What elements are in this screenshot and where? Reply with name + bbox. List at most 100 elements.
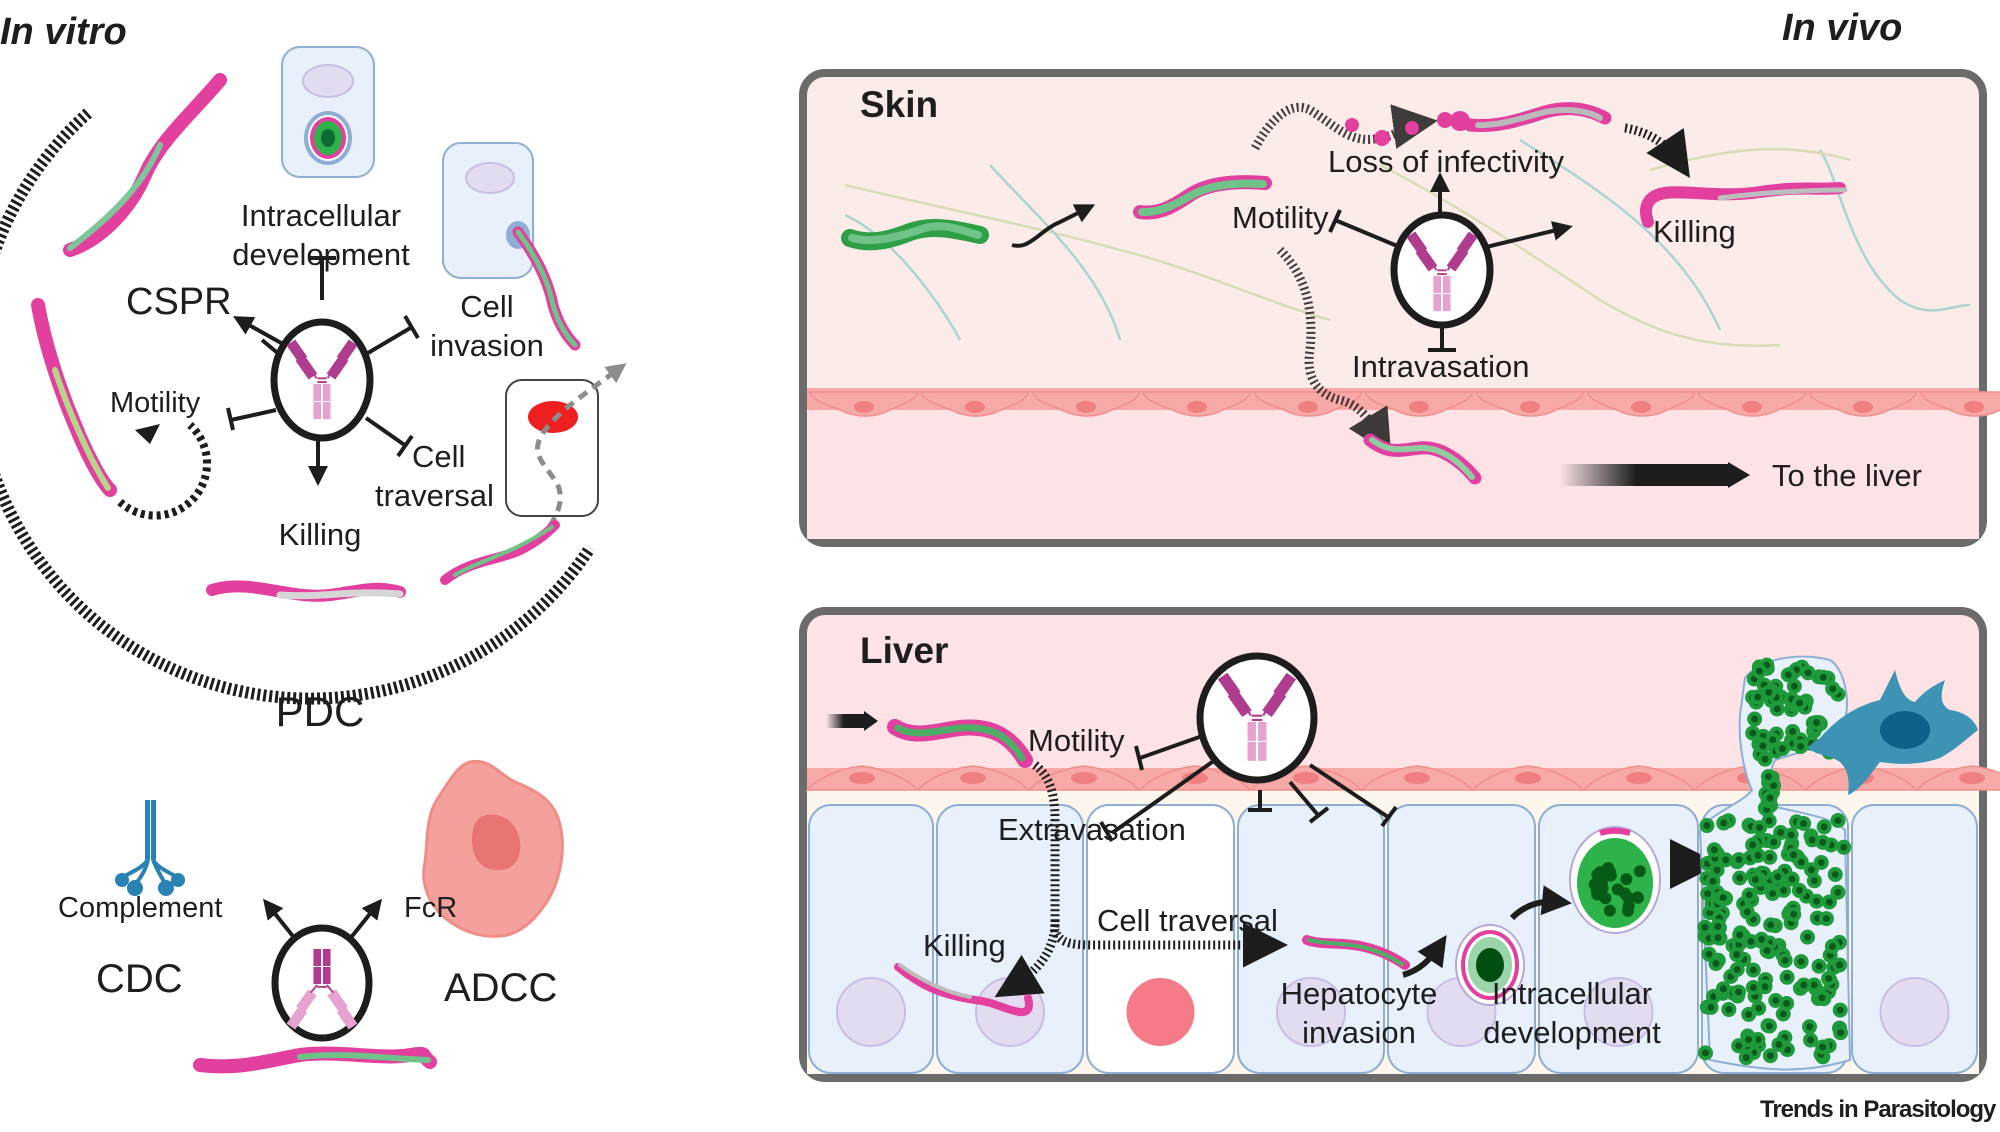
- merozoite: [1594, 871, 1607, 884]
- hepatocyte-with-liver-stage-icon: [281, 46, 375, 178]
- endothelial-nucleus: [1187, 401, 1207, 413]
- merozoite-core: [1825, 898, 1833, 906]
- complement-icon: [115, 800, 185, 896]
- merozoite-core: [1712, 960, 1720, 968]
- merozoite-core: [1710, 846, 1718, 854]
- merozoite-core: [1773, 705, 1781, 713]
- merozoite-core: [1815, 962, 1823, 970]
- sporozoite-left: [31, 298, 117, 497]
- endothelial-nucleus: [1959, 772, 1985, 784]
- merozoite: [1622, 900, 1635, 913]
- merozoite-core: [1831, 870, 1839, 878]
- cell-traversal-icon: [505, 363, 627, 542]
- merozoite-core: [1797, 958, 1805, 966]
- merozoite-core: [1806, 1023, 1814, 1031]
- endothelial-nucleus: [1520, 401, 1540, 413]
- merozoite-core: [1834, 888, 1842, 896]
- merozoite-core: [1807, 1036, 1815, 1044]
- merozoite-core: [1707, 1003, 1715, 1011]
- merozoite-core: [1747, 937, 1755, 945]
- merozoite-core: [1714, 934, 1722, 942]
- merozoite: [1611, 883, 1624, 896]
- endothelial-nucleus: [1742, 401, 1762, 413]
- merozoite-core: [1719, 893, 1727, 901]
- merozoite-core: [1787, 831, 1795, 839]
- merozoite-core: [1781, 956, 1789, 964]
- merosome: [1697, 655, 1852, 1071]
- merozoite-core: [1702, 1049, 1710, 1057]
- merozoite-core: [1780, 886, 1788, 894]
- label-killing-skin: Killing: [1653, 214, 1736, 249]
- endothelial-nucleus: [1293, 772, 1319, 784]
- merozoite-core: [1808, 836, 1816, 844]
- merozoite-core: [1797, 743, 1805, 751]
- merozoite-core: [1828, 942, 1836, 950]
- merozoite-core: [1822, 915, 1830, 923]
- merozoite-core: [1767, 921, 1775, 929]
- merozoite-core: [1749, 841, 1757, 849]
- merozoite-core: [1818, 994, 1826, 1002]
- in-vitro-title: In vitro: [0, 11, 127, 53]
- merozoite-core: [1733, 965, 1741, 973]
- kupffer-cell: [1808, 670, 1978, 795]
- merozoite-core: [1720, 819, 1728, 827]
- merozoite-core: [1749, 966, 1757, 974]
- merozoite-core: [1788, 875, 1796, 883]
- label-motility-liver: Motility: [1028, 723, 1125, 758]
- merozoite-core: [1761, 755, 1769, 763]
- merozoite-core: [1795, 886, 1803, 894]
- merozoite: [1622, 891, 1635, 904]
- loss-of-infectivity-trail: [1251, 102, 1438, 151]
- merozoite-core: [1745, 891, 1753, 899]
- merozoite-core: [1754, 693, 1762, 701]
- sporozoite-green-skin: [841, 219, 989, 251]
- merozoite-core: [1745, 1010, 1753, 1018]
- sporozoite-bottom: [193, 1046, 437, 1074]
- skin-panel-title: Skin: [860, 84, 939, 125]
- merozoite: [1631, 891, 1644, 904]
- merozoite-core: [1755, 1004, 1763, 1012]
- merozoite-core: [1810, 877, 1818, 885]
- merozoite-core: [1735, 856, 1743, 864]
- liver-panel: [799, 607, 2000, 1082]
- endothelial-nucleus: [1853, 401, 1873, 413]
- merozoite-core: [1703, 822, 1711, 830]
- endothelial-nucleus: [1076, 401, 1096, 413]
- merozoite-core: [1751, 715, 1759, 723]
- merozoite-core: [1754, 1036, 1762, 1044]
- sporozoite-killed-in-vitro: [206, 580, 406, 602]
- motility-arrowhead: [135, 424, 160, 444]
- schizont: [1569, 826, 1661, 934]
- merozoite-core: [1766, 1052, 1774, 1060]
- merozoite-core: [1790, 910, 1798, 918]
- merozoite-core: [1817, 858, 1825, 866]
- skin-motion-arrow: [1011, 204, 1096, 248]
- liver-antibody-hub: [1099, 652, 1398, 843]
- sporozoite-dying-skin: [1463, 102, 1612, 133]
- merozoite-core: [1766, 853, 1774, 861]
- merozoite-core: [1701, 923, 1709, 931]
- sporozoite-killed-skin: [1640, 182, 1848, 228]
- merozoite-core: [1769, 736, 1777, 744]
- merozoite: [1620, 873, 1633, 886]
- merozoite-core: [1735, 988, 1743, 996]
- merozoite-core: [1733, 951, 1741, 959]
- killing-arrow-skin: [1624, 123, 1690, 178]
- label-cell-invasion: Cell invasion: [430, 289, 544, 363]
- early-liver-stage: [1402, 885, 1572, 1006]
- merozoite-core: [1807, 866, 1815, 874]
- endothelial-nucleus: [965, 401, 985, 413]
- merozoite-core: [1820, 823, 1828, 831]
- hepatocyte: [936, 804, 1084, 1074]
- label-motility-vitro: Motility: [110, 387, 201, 419]
- merozoite-core: [1783, 999, 1791, 1007]
- merozoite-core: [1829, 685, 1837, 693]
- label-complement: Complement: [58, 892, 223, 924]
- merozoite-core: [1813, 719, 1821, 727]
- merozoite-core: [1819, 1043, 1827, 1051]
- merozoite-core: [1804, 933, 1812, 941]
- endothelial-nucleus: [1515, 772, 1541, 784]
- sporozoite-in-blood: [1363, 433, 1482, 485]
- merozoite-core: [1765, 1022, 1773, 1030]
